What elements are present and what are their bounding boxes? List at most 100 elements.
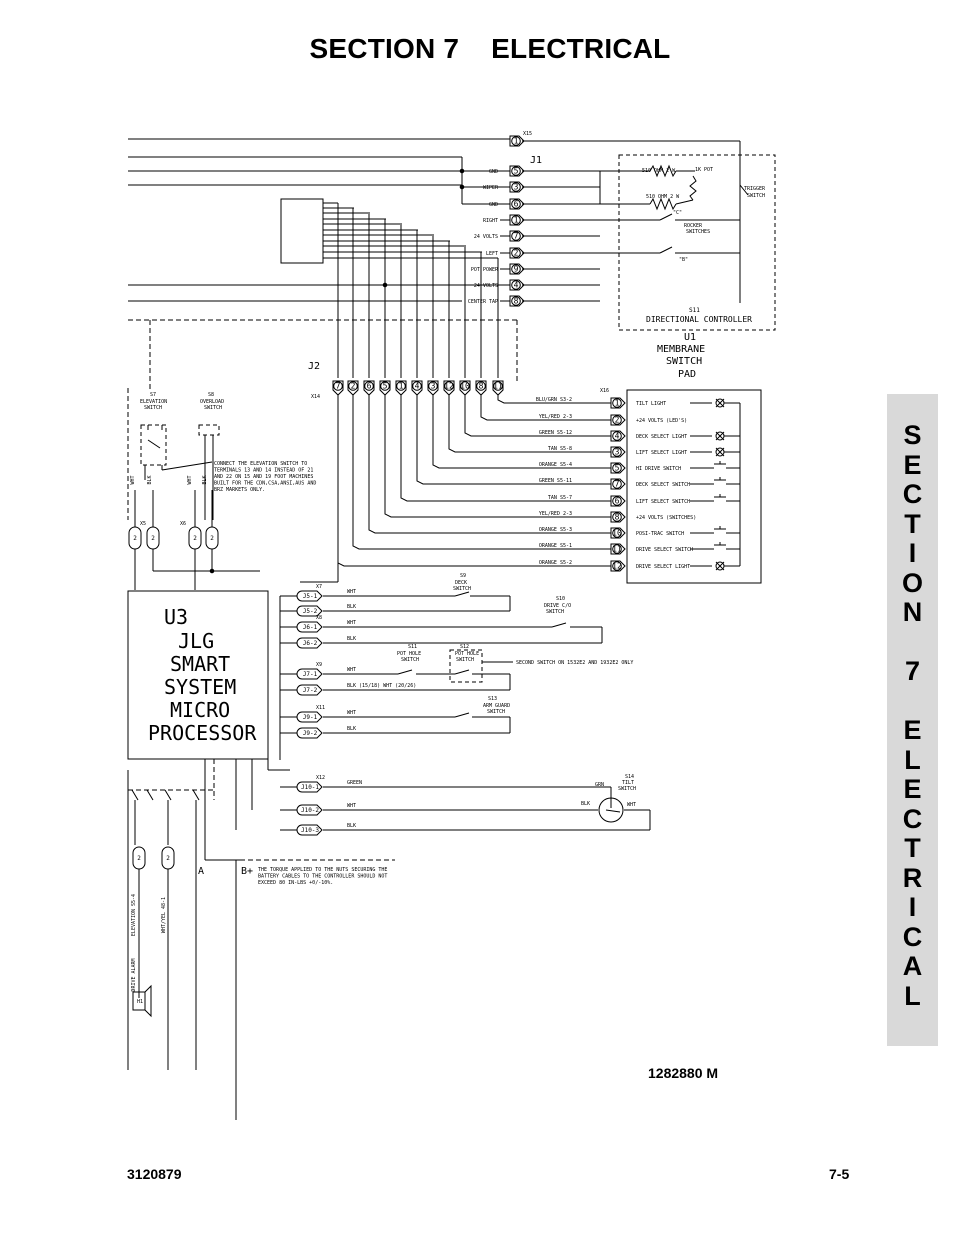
- wire: [454, 591, 470, 597]
- connector-pin-number: 3: [431, 382, 436, 391]
- connector-pin: [610, 478, 626, 490]
- connect-note-line: BUILT FOR THE CDN,CSA,ANSI,AUS AND: [214, 481, 316, 487]
- wire: [659, 246, 673, 254]
- connector-pin-number: 4: [514, 281, 519, 290]
- j1-pin-name: POT POWER: [471, 267, 499, 273]
- s14-name: S14: [625, 774, 634, 780]
- x16-function: +24 VOLTS (SWITCHES): [636, 515, 696, 521]
- connector-pin-number: 1: [615, 399, 620, 408]
- connector-pin: [610, 430, 626, 442]
- u3-label: MICRO: [170, 698, 230, 722]
- x16-wire-label: ORANGE S5-2: [539, 560, 572, 566]
- connector-pin-number: 5: [615, 464, 620, 473]
- torque-note-line: THE TORQUE APPLIED TO THE NUTS SECURING …: [258, 867, 387, 873]
- wire: [192, 789, 200, 801]
- connector-pin: [509, 263, 525, 275]
- s10-label: SWITCH: [546, 609, 564, 615]
- connector-pin: [509, 214, 525, 226]
- connector-pin: [610, 462, 626, 474]
- wire: [164, 789, 172, 801]
- x16-function: DRIVE SELECT LIGHT: [636, 564, 690, 570]
- elevation-wire-label: ELEVATION S5-4: [131, 894, 137, 936]
- x16-function: DECK SELECT LIGHT: [636, 434, 687, 440]
- connector-pin-circle: [612, 544, 622, 554]
- connector-pin: [610, 527, 626, 539]
- connect-note-line: TERMINALS 13 AND 14 INSTEAD OF 21: [214, 468, 313, 474]
- wire: [454, 712, 470, 718]
- s14-grn: GRN: [595, 782, 604, 788]
- connector-pin-circle: [612, 561, 622, 571]
- drawing-number: 1282880 M: [648, 1065, 719, 1081]
- connector-pin-label: J9-2: [303, 730, 318, 737]
- s7-name: S7: [150, 392, 156, 398]
- connector-pin: [379, 380, 391, 396]
- connector-pin-circle: [511, 248, 521, 258]
- connector-pin: [296, 637, 323, 649]
- j1-pin-name: GND: [489, 169, 498, 175]
- connector-pin-number: 7: [615, 480, 620, 489]
- rocker-b-label: "B": [679, 257, 688, 263]
- connector-pin: [395, 380, 407, 396]
- connector-pin-label: J5-1: [303, 593, 318, 600]
- u1-label: PAD: [678, 369, 696, 380]
- connector-pin-number: 10: [612, 529, 622, 538]
- j1-pin-name: CENTER TAP: [468, 299, 498, 305]
- section-tab-letter: A: [902, 951, 923, 981]
- controller-title: DIRECTIONAL CONTROLLER: [646, 315, 752, 324]
- s8-label: SWITCH: [204, 405, 222, 411]
- s13-name: S13: [488, 696, 497, 702]
- u3-conn-wire-label: WHT: [347, 667, 356, 673]
- connector-pin: [610, 543, 626, 555]
- section-tab-letter: T: [904, 508, 921, 539]
- connector-pin-number: 12: [444, 382, 454, 391]
- x16-label: X16: [600, 388, 609, 394]
- j1-pin-name: LEFT: [486, 251, 498, 257]
- connector-pin-number: 1: [399, 382, 404, 391]
- s9-label: SWITCH: [453, 586, 471, 592]
- terminal-a-label: A: [198, 866, 204, 877]
- section-tab-letter: 7: [904, 656, 921, 686]
- footer-page-number: 7-5: [829, 1166, 850, 1182]
- rocker-label: ROCKER: [684, 223, 703, 229]
- drive-alarm-label: DRIVE ALARM: [131, 958, 137, 991]
- x16-function: POSI-TRAC SWITCH: [636, 531, 684, 537]
- connector-pin-number: 9: [514, 265, 519, 274]
- x16-wire-label: GREEN S5-11: [539, 478, 572, 484]
- u3-conn-x-label: X7: [316, 584, 322, 590]
- connector-pin-number: 5: [514, 167, 519, 176]
- torque-note-line: BATTERY CABLES TO THE CONTROLLER SHOULD …: [258, 874, 387, 880]
- connect-note-line: BRZ MARKETS ONLY.: [214, 487, 265, 493]
- s10-label: DRIVE C/O: [544, 603, 571, 609]
- connector-pin: [443, 380, 455, 396]
- connector-pin-circle: [412, 381, 422, 391]
- connector-pin-circle: [511, 296, 521, 306]
- j1-pin-name: WIPER: [483, 185, 499, 191]
- connector-pin-circle: [612, 431, 622, 441]
- wire-label: WHT: [187, 475, 193, 484]
- u3-conn-wire-label: WHT: [347, 710, 356, 716]
- s14-label: TILT: [622, 780, 634, 786]
- connector-pin-label: J6-2: [303, 640, 318, 647]
- x16-function: HI DRIVE SWITCH: [636, 466, 681, 472]
- u3-conn-wire-label: BLK: [347, 604, 356, 610]
- u3-conn-wire-label: BLK: [347, 726, 356, 732]
- connector-pin-label: J10-2: [301, 807, 319, 814]
- connector-pin: [610, 511, 626, 523]
- connector-pin-number: 11: [493, 382, 503, 391]
- s8-name: S8: [208, 392, 214, 398]
- wire: [161, 461, 213, 471]
- u1-label: SWITCH: [666, 356, 702, 367]
- section-tab-letter: I: [908, 538, 917, 568]
- elevation-switch: [140, 424, 167, 466]
- connector-pin-number: 7: [336, 382, 341, 391]
- connector-pin-number: 8: [615, 513, 620, 522]
- u3-conn-x-label: X11: [316, 705, 325, 711]
- connector-pin-number: 1: [514, 137, 519, 146]
- resistor-label: 510 OHM 2 W: [642, 168, 676, 174]
- j2-label: J2: [308, 361, 320, 372]
- connector-pin-label: 2: [133, 535, 137, 542]
- x16-function: LIFT SELECT LIGHT: [636, 450, 687, 456]
- x14-label: X14: [311, 394, 320, 400]
